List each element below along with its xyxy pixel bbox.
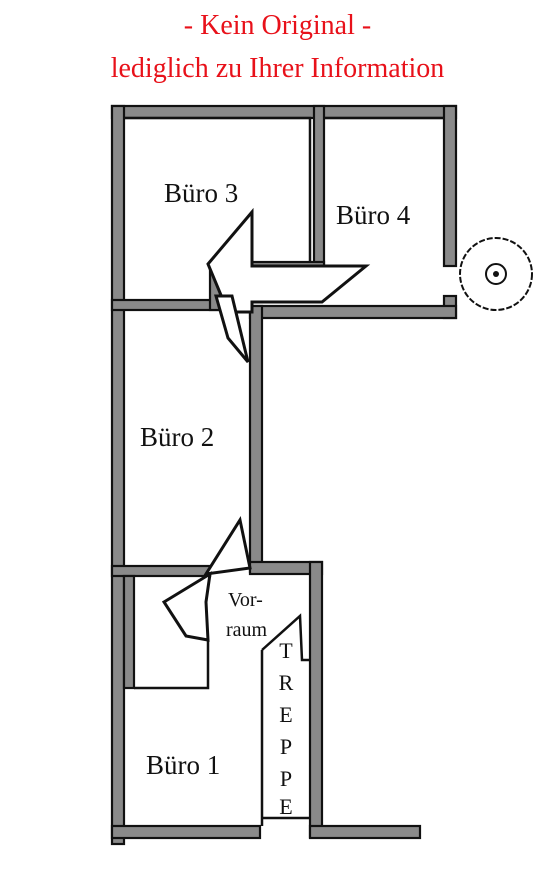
notice-line-2: lediglich zu Ihrer Information xyxy=(110,53,445,84)
room-label-buero2: Büro 2 xyxy=(140,422,214,452)
room-label-vorraum-2: raum xyxy=(226,619,268,641)
wall-stairs-right xyxy=(308,560,324,839)
wall-left xyxy=(110,104,126,846)
stairs-letter: P xyxy=(280,766,292,791)
stairs-label: T R E P P E xyxy=(279,638,294,819)
wall-bottom-left xyxy=(110,824,262,840)
wall-top xyxy=(110,104,458,120)
outline-closet xyxy=(134,640,210,690)
stairs-letter: E xyxy=(279,702,292,727)
room-outlines xyxy=(124,116,444,826)
wall-buero4-bottom xyxy=(248,304,458,320)
arrows xyxy=(161,207,371,642)
outline-stair-top xyxy=(261,613,310,662)
wall-buero2-bottom xyxy=(110,564,212,578)
stairs-letter: P xyxy=(280,734,292,759)
outline-buero3 xyxy=(124,116,312,262)
wall-bottom-right xyxy=(308,824,422,840)
wall-corridor-right xyxy=(248,304,264,574)
wall-right-upper xyxy=(442,104,458,268)
stairs-letter: E xyxy=(279,794,292,819)
notice-line-1: - Kein Original - xyxy=(183,10,372,41)
stairs-letter: T xyxy=(279,638,293,663)
outer-walls xyxy=(110,104,458,846)
room-label-buero1: Büro 1 xyxy=(146,750,220,780)
room-label-vorraum-1: Vor- xyxy=(228,589,263,611)
room-label-buero3: Büro 3 xyxy=(164,178,238,208)
wall-buero3-buero4 xyxy=(312,104,326,274)
round-fixture-icon xyxy=(459,237,533,311)
arrow-vorraum-to-buero2 xyxy=(203,516,252,576)
arrow-to-buero2 xyxy=(214,294,250,363)
arrow-to-closet xyxy=(161,571,212,642)
wall-buero1-closet xyxy=(122,574,136,690)
room-label-buero4: Büro 4 xyxy=(336,200,411,230)
stairs-letter: R xyxy=(279,670,294,695)
